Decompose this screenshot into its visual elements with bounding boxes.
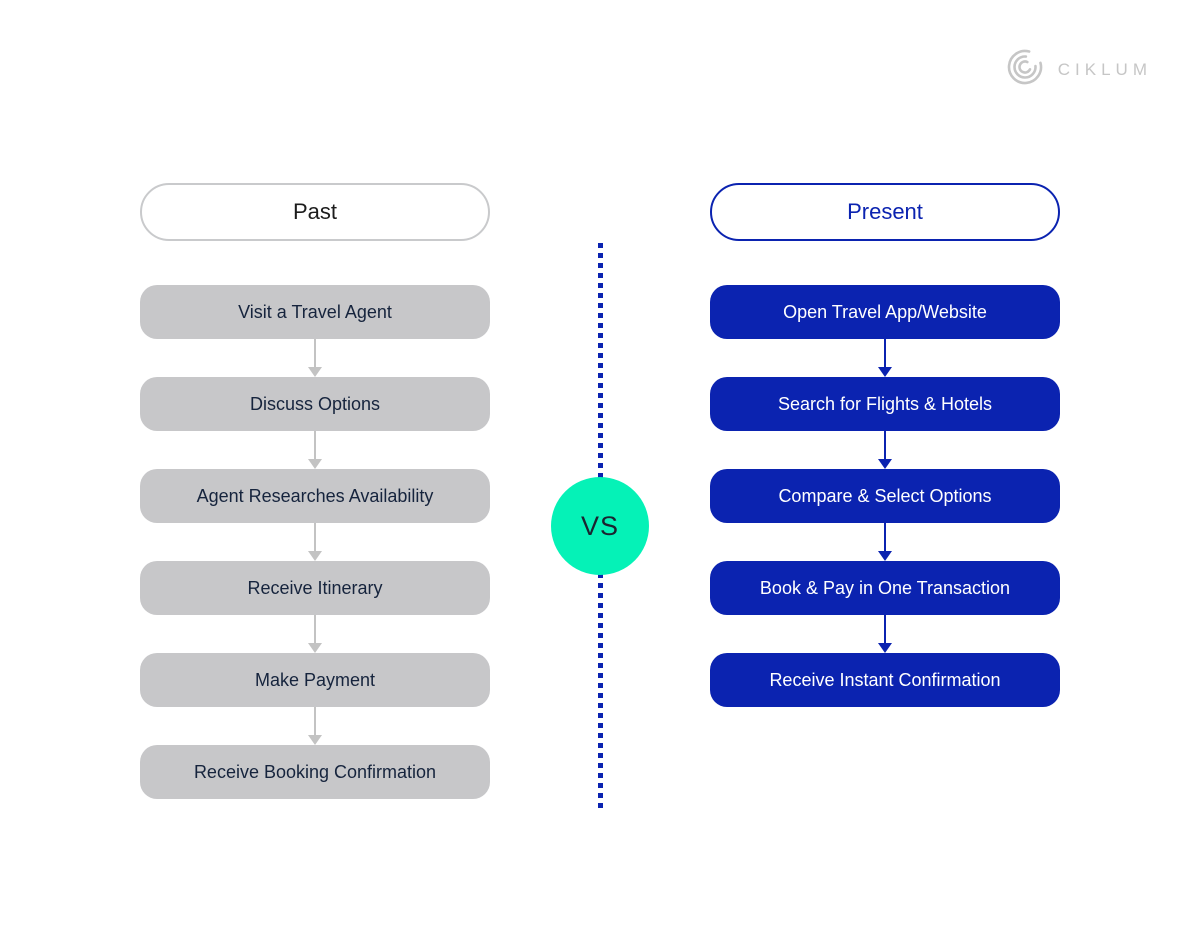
past-column: Past Visit a Travel Agent Discuss Option… [140,183,490,799]
present-step-2: Search for Flights & Hotels [710,377,1060,431]
past-step-1: Visit a Travel Agent [140,285,490,339]
present-step-3: Compare & Select Options [710,469,1060,523]
arrow-down-icon [140,339,490,377]
arrow-down-icon [710,615,1060,653]
arrow-down-icon [140,431,490,469]
arrow-down-icon [140,707,490,745]
arrow-down-icon [140,615,490,653]
past-step-5: Make Payment [140,653,490,707]
past-step-6: Receive Booking Confirmation [140,745,490,799]
vs-badge: VS [551,477,649,575]
ciklum-logo: CIKLUM [1004,46,1152,93]
ciklum-wordmark: CIKLUM [1057,59,1152,79]
present-step-4: Book & Pay in One Transaction [710,561,1060,615]
present-step-1: Open Travel App/Website [710,285,1060,339]
past-step-4: Receive Itinerary [140,561,490,615]
arrow-down-icon [140,523,490,561]
present-column: Present Open Travel App/Website Search f… [710,183,1060,707]
ciklum-mark-icon [1004,46,1046,93]
past-step-3: Agent Researches Availability [140,469,490,523]
arrow-down-icon [710,431,1060,469]
past-step-2: Discuss Options [140,377,490,431]
arrow-down-icon [710,523,1060,561]
past-header-pill: Past [140,183,490,241]
arrow-down-icon [710,339,1060,377]
present-step-5: Receive Instant Confirmation [710,653,1060,707]
present-header-pill: Present [710,183,1060,241]
